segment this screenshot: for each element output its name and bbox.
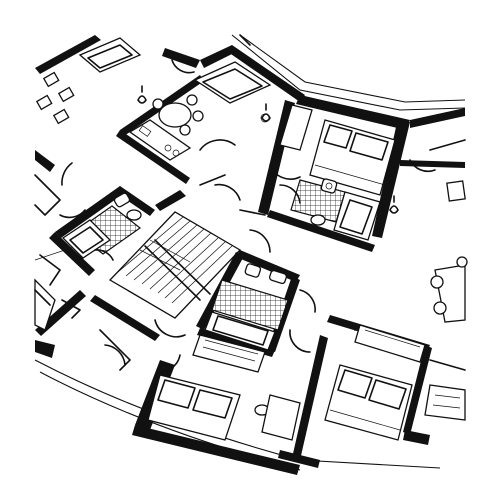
door-swing (214, 183, 241, 201)
chair-right (433, 301, 447, 315)
misc-details (94, 34, 466, 261)
lower-right-bedroom (278, 315, 466, 468)
door-swing (104, 344, 126, 366)
central-staircase (90, 183, 271, 341)
door-swing (279, 184, 301, 204)
plant-icon (261, 103, 271, 122)
door-swing (59, 209, 86, 219)
double-bed-upper (309, 119, 396, 196)
door-swing (167, 354, 181, 371)
bed-left-corner (34, 278, 56, 331)
plant-icon (137, 85, 147, 104)
door-swing (154, 319, 186, 338)
door-swing (199, 139, 236, 151)
left-corridor (34, 150, 131, 371)
cabinet-right (446, 180, 466, 202)
chairs-left (35, 71, 75, 125)
chair-right (456, 256, 468, 268)
upper-right-bedroom (258, 95, 468, 323)
door-swing (409, 159, 436, 173)
middle-bathroom (154, 250, 316, 357)
sofa-upper (78, 37, 142, 73)
door-swing (94, 249, 114, 261)
door-swing (329, 318, 356, 331)
door-swing (269, 164, 301, 180)
left-bathroom (49, 186, 155, 276)
door-swing (61, 162, 73, 186)
bathroom-upper (290, 178, 381, 241)
lower-left-bedroom (132, 334, 301, 475)
window-unit (424, 384, 466, 421)
door-swing (249, 229, 271, 253)
plant-icon (389, 195, 399, 214)
sofa-living (193, 61, 272, 104)
door-swing (299, 289, 316, 313)
kitchen-counter (128, 119, 192, 161)
door-swing (289, 329, 311, 353)
dining-table (152, 94, 204, 136)
door-swing (171, 59, 195, 74)
wardrobe-upper (279, 104, 313, 151)
chair-right (430, 275, 444, 289)
